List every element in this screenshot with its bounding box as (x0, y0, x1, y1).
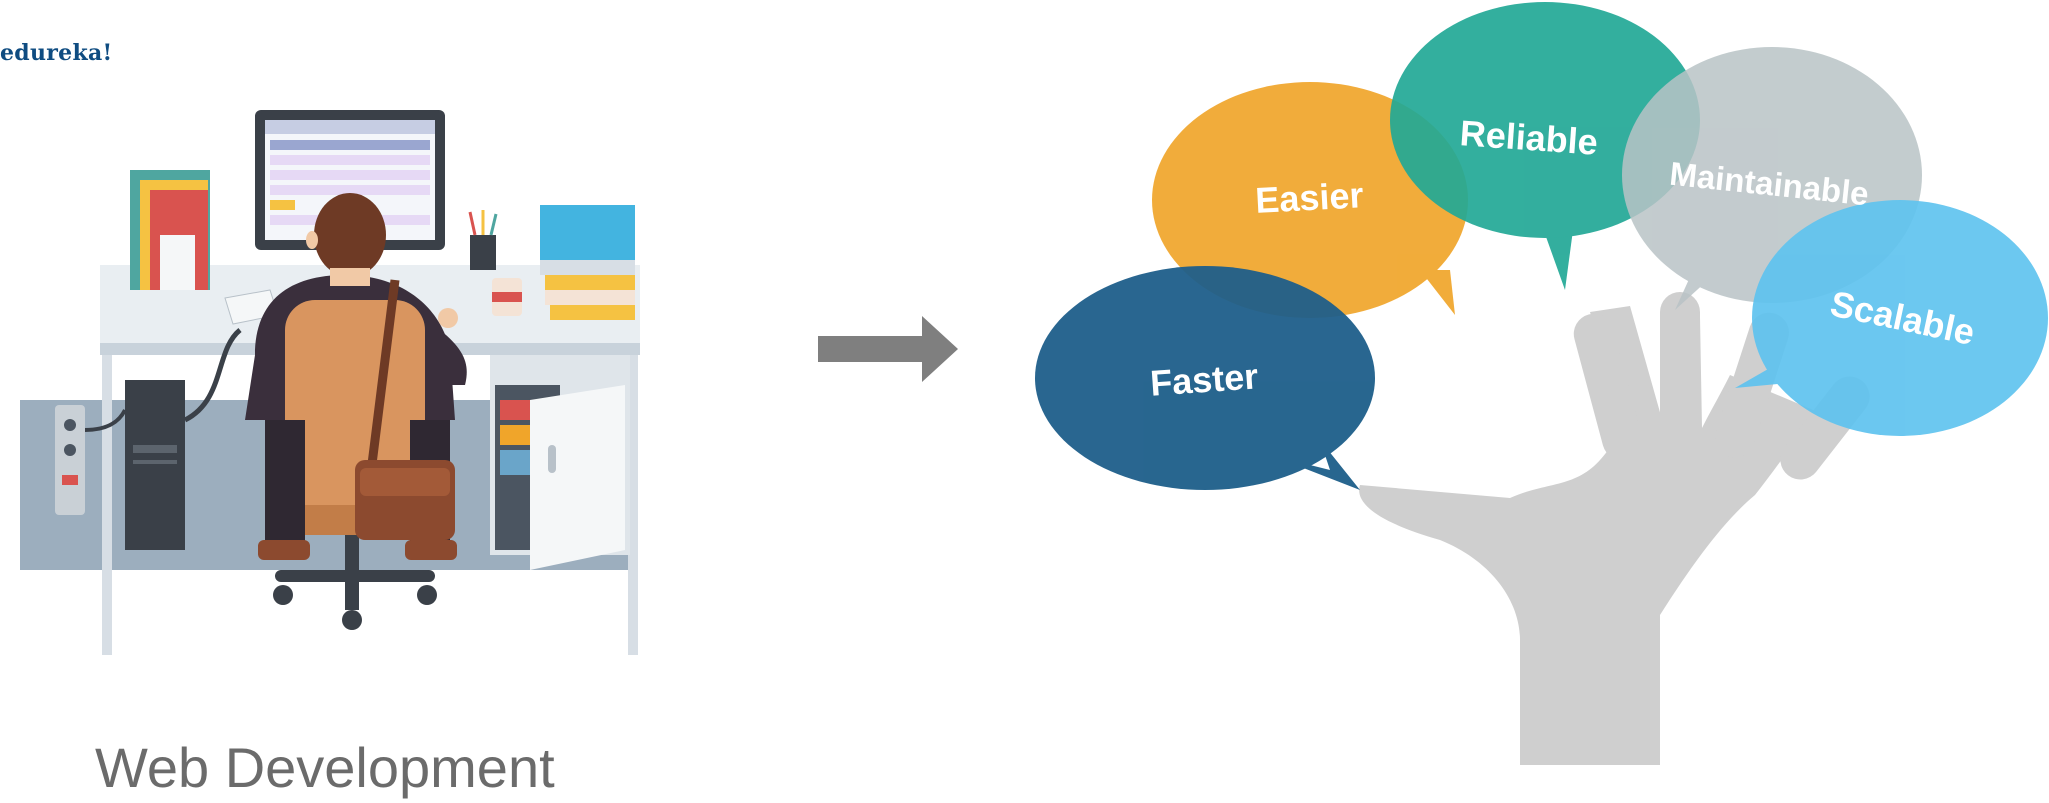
right-arrow-icon (818, 316, 958, 382)
benefits-speech-bubbles: Easier Reliable Maintainable Scalable Fa… (1035, 2, 2048, 765)
page-caption: Web Development (95, 736, 555, 799)
easier-label: Easier (1254, 174, 1364, 221)
edureka-logo: edureka! (0, 40, 113, 66)
faster-bubble (1035, 266, 1375, 490)
scalable-bubble (1735, 200, 2048, 436)
developer-at-desk-illustration (20, 110, 640, 655)
faster-label: Faster (1149, 355, 1260, 403)
hand-icon (1359, 306, 1818, 765)
easier-bubble (1152, 82, 1468, 318)
reliable-label: Reliable (1459, 112, 1600, 163)
